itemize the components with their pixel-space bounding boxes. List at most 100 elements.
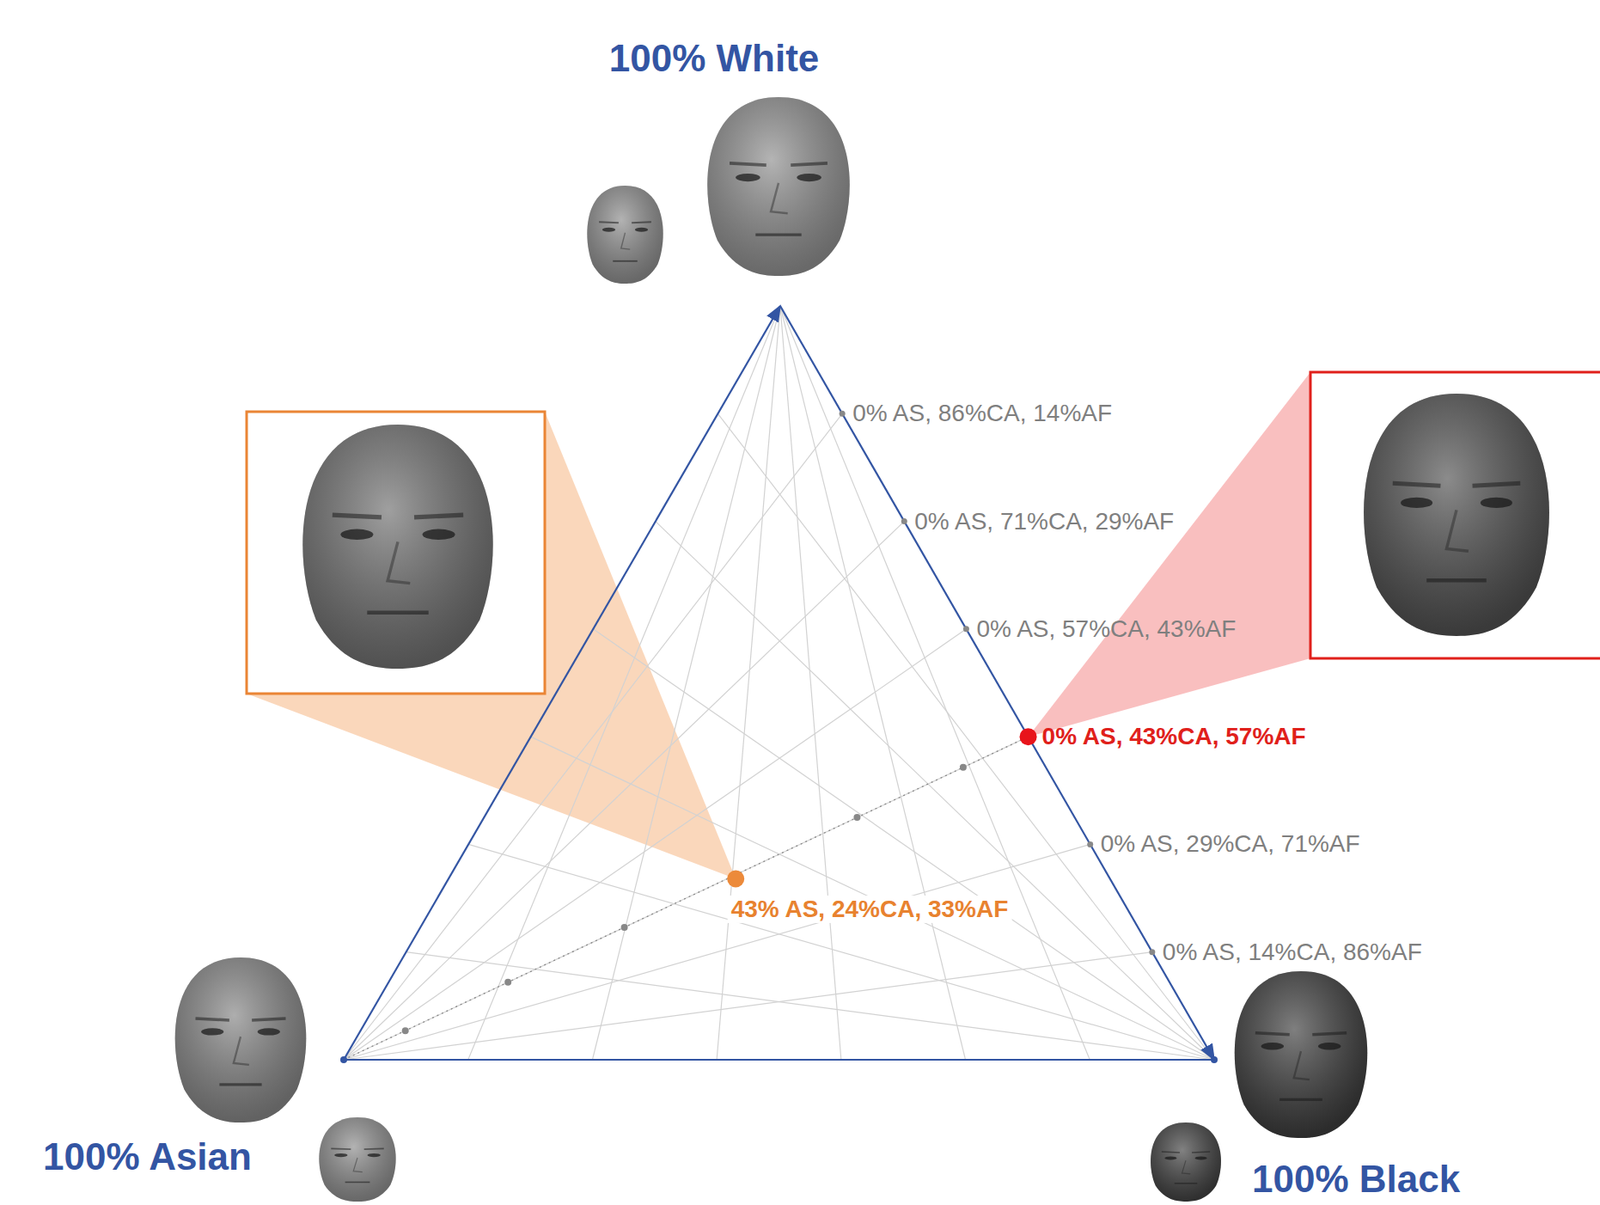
- face-brow: [195, 1018, 230, 1020]
- face-eye: [367, 1153, 381, 1157]
- face-eye: [1261, 1042, 1285, 1051]
- face-image: [1234, 970, 1368, 1138]
- grid-line: [406, 952, 1215, 1060]
- composition-label: 0% AS, 57%CA, 43%AF: [976, 615, 1236, 643]
- edge-dot: [839, 410, 846, 417]
- sample-dot: [504, 978, 512, 986]
- face-brow: [414, 514, 464, 518]
- face-eye: [735, 173, 760, 182]
- face-eye: [422, 529, 456, 540]
- grid-line: [343, 952, 1153, 1060]
- edge-dot: [1087, 841, 1094, 848]
- face-mouth: [219, 1082, 262, 1086]
- face-shading: [707, 97, 850, 276]
- grid-line: [716, 305, 781, 1060]
- face-outline: [175, 957, 307, 1123]
- vertex-label: 100% Black: [1251, 1157, 1460, 1202]
- edge-dot: [901, 518, 908, 525]
- face-eye: [796, 173, 821, 182]
- vertex-label: 100% Asian: [42, 1135, 252, 1179]
- face-nose: [1446, 509, 1469, 551]
- face-image: [1150, 1122, 1222, 1202]
- face-eye: [1318, 1042, 1342, 1051]
- face-outline: [586, 185, 663, 284]
- face-brow: [790, 163, 828, 165]
- axis-edge: [780, 305, 1215, 1060]
- sample-dot: [402, 1026, 410, 1034]
- face-nose: [1182, 1160, 1191, 1174]
- vertex-dot: [1210, 1056, 1218, 1063]
- face-mouth: [755, 232, 801, 236]
- composition-label: 0% AS, 29%CA, 71%AF: [1100, 830, 1361, 858]
- face-image: [1363, 393, 1550, 636]
- face-eye: [1195, 1155, 1208, 1160]
- face-shading: [318, 1117, 396, 1202]
- face-nose: [621, 232, 630, 250]
- face-outline: [707, 97, 850, 276]
- composition-label: 0% AS, 86%CA, 14%AF: [852, 399, 1112, 428]
- face-eye: [635, 227, 648, 233]
- face-shading: [302, 424, 493, 669]
- face-brow: [1255, 1032, 1290, 1035]
- callout-shade: [246, 411, 736, 880]
- face-brow: [729, 163, 767, 165]
- face-mouth: [366, 610, 428, 615]
- face-eye: [201, 1027, 224, 1035]
- face-brow: [251, 1018, 286, 1020]
- face-nose: [387, 541, 410, 583]
- face-outline: [1150, 1122, 1222, 1202]
- composition-label: 43% AS, 24%CA, 33%AF: [727, 895, 1013, 923]
- face-mouth: [345, 1181, 371, 1184]
- grid-line: [655, 521, 1215, 1060]
- face-mouth: [612, 260, 638, 263]
- face-mouth: [1426, 578, 1487, 583]
- face-brow: [1392, 482, 1442, 486]
- grid-line: [780, 305, 842, 1060]
- callout-box: [246, 411, 545, 694]
- face-outline: [1234, 970, 1368, 1138]
- callout-shade: [1028, 372, 1311, 737]
- grid-line: [592, 305, 781, 1060]
- axis-edge: [343, 1058, 1215, 1061]
- face-nose: [233, 1036, 250, 1065]
- face-nose: [353, 1157, 363, 1173]
- face-image: [302, 424, 493, 669]
- grid-line: [531, 736, 1215, 1060]
- face-mouth: [1174, 1182, 1197, 1185]
- face-image: [586, 185, 663, 284]
- face-eye: [334, 1153, 348, 1157]
- face-nose: [1294, 1050, 1310, 1080]
- dotted-path: [343, 736, 1029, 1060]
- grid-line: [343, 736, 1029, 1060]
- highlight-dot: [726, 870, 745, 888]
- face-eye: [257, 1027, 281, 1035]
- face-shading: [1234, 970, 1368, 1138]
- face-brow: [598, 221, 619, 223]
- sample-dot: [621, 923, 629, 931]
- face-eye: [1164, 1155, 1177, 1160]
- edge-dot: [963, 625, 970, 632]
- face-shading: [586, 185, 663, 284]
- face-brow: [1472, 482, 1521, 486]
- face-brow: [1161, 1150, 1180, 1154]
- face-brow: [1191, 1150, 1210, 1154]
- face-mouth: [1279, 1098, 1323, 1101]
- face-image: [707, 97, 850, 276]
- face-shading: [175, 957, 307, 1123]
- face-shading: [1363, 393, 1550, 636]
- sample-dot: [853, 813, 861, 821]
- composition-label: 0% AS, 14%CA, 86%AF: [1162, 938, 1423, 966]
- face-eye: [340, 529, 373, 540]
- face-eye: [602, 227, 616, 233]
- highlight-dot: [1019, 727, 1038, 746]
- face-image: [318, 1117, 396, 1202]
- composition-label: 0% AS, 71%CA, 29%AF: [914, 506, 1174, 535]
- vertex-dot: [340, 1056, 348, 1063]
- face-eye: [1400, 497, 1433, 508]
- callout-box: [1310, 372, 1600, 659]
- face-outline: [1363, 393, 1550, 636]
- face-brow: [631, 221, 652, 223]
- face-shading: [1150, 1122, 1222, 1202]
- face-image: [175, 957, 307, 1123]
